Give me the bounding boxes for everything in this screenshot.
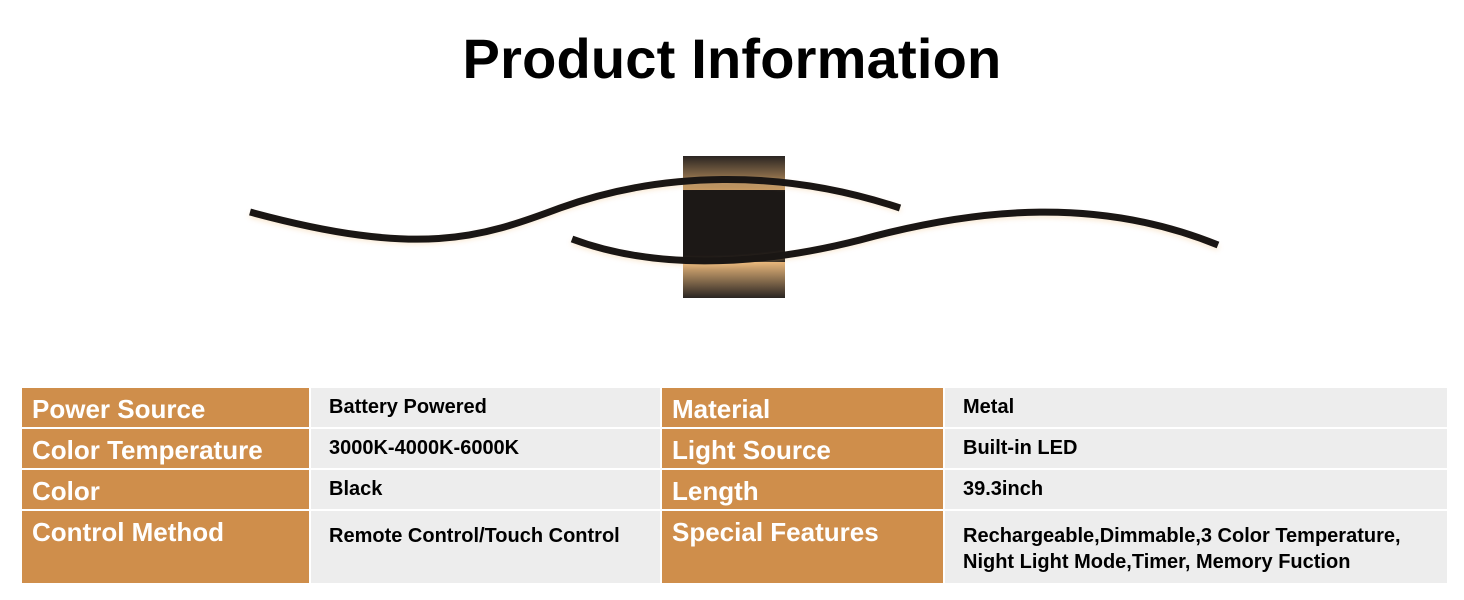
spec-label: Color Temperature: [22, 429, 309, 468]
spec-value: Metal: [945, 388, 1447, 427]
spec-value: 3000K-4000K-6000K: [311, 429, 660, 468]
spec-value-line: Night Light Mode,Timer, Memory Fuction: [963, 551, 1351, 573]
spec-row: Control Method Remote Control/Touch Cont…: [22, 511, 1447, 583]
spec-value: Battery Powered: [311, 388, 660, 427]
spec-value: Built-in LED: [945, 429, 1447, 468]
spec-value-line: Rechargeable,Dimmable,3 Color Temperatur…: [963, 525, 1401, 547]
spec-value: Rechargeable,Dimmable,3 Color Temperatur…: [945, 511, 1447, 583]
spec-value: Remote Control/Touch Control: [311, 511, 660, 583]
spec-label: Color: [22, 470, 309, 509]
spec-label: Light Source: [662, 429, 943, 468]
lamp-upper-wave-bar: [249, 176, 902, 243]
spec-label: Length: [662, 470, 943, 509]
spec-value: 39.3inch: [945, 470, 1447, 509]
spec-value-text: Remote Control/Touch Control: [329, 525, 620, 547]
spec-row: Power Source Battery Powered Material Me…: [22, 388, 1447, 427]
page-title: Product Information: [462, 27, 1002, 90]
spec-label: Special Features: [662, 511, 943, 583]
spec-table: Power Source Battery Powered Material Me…: [20, 386, 1449, 585]
spec-value: Black: [311, 470, 660, 509]
spec-row: Color Black Length 39.3inch: [22, 470, 1447, 509]
wave-wall-lamp-image: [249, 156, 1220, 298]
spec-label: Power Source: [22, 388, 309, 427]
spec-label: Material: [662, 388, 943, 427]
lamp-lower-wave-bar: [570, 208, 1220, 265]
spec-row: Color Temperature 3000K-4000K-6000K Ligh…: [22, 429, 1447, 468]
spec-label: Control Method: [22, 511, 309, 583]
